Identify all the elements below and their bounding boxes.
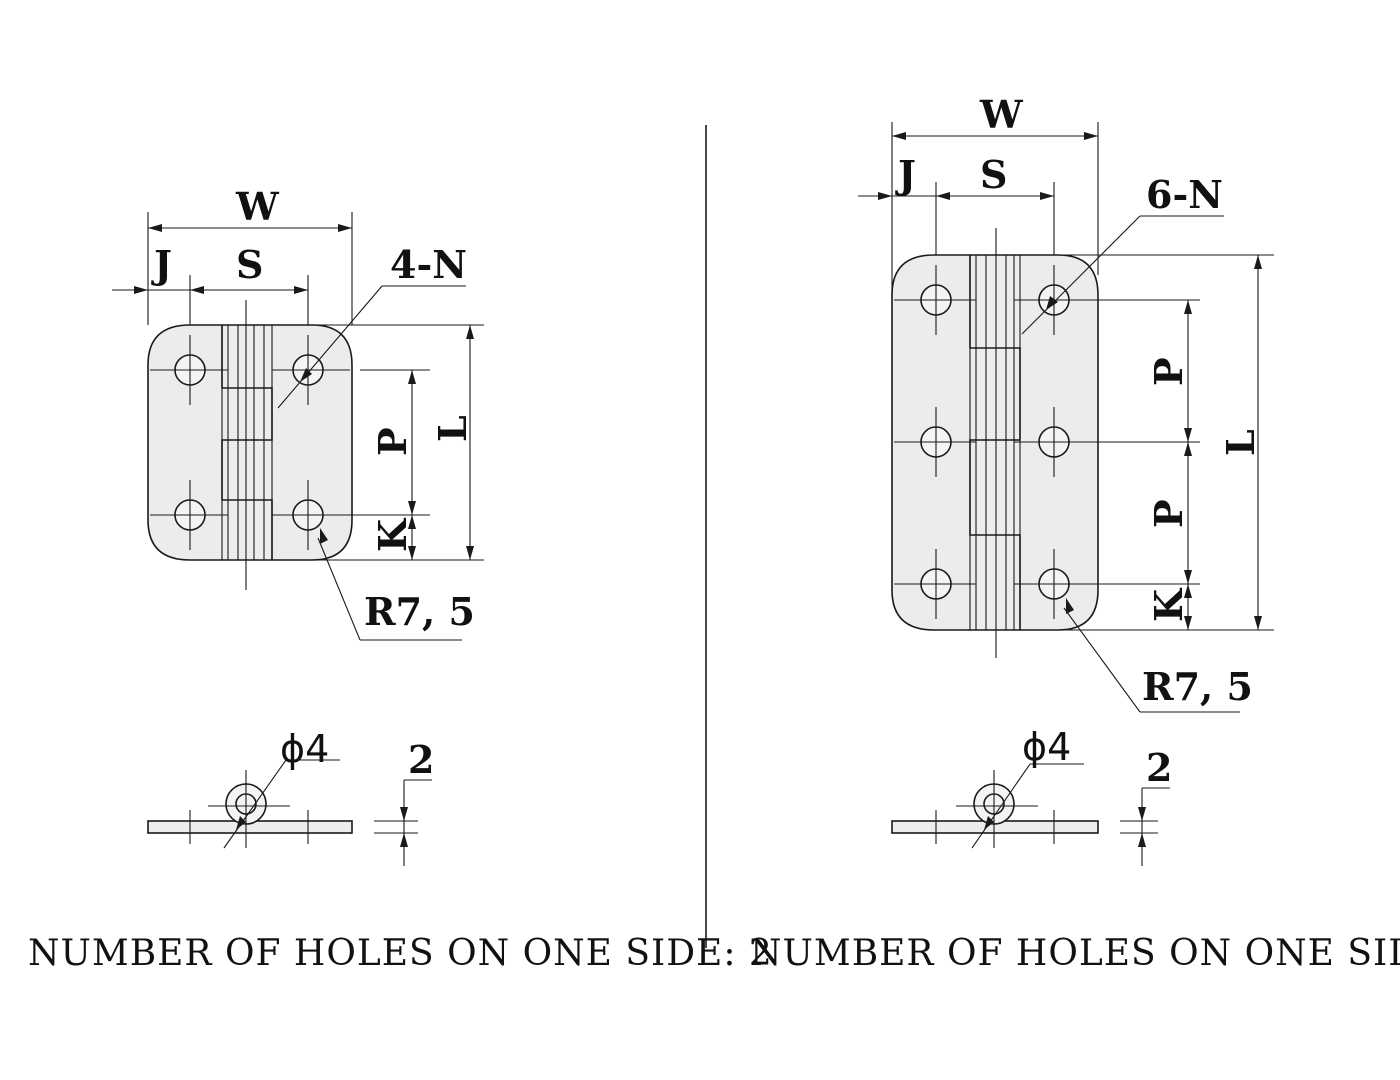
right-dim-k-label: K <box>1146 587 1191 622</box>
left-dim-w-label: W <box>235 184 280 229</box>
left-hinge-side-view: ϕ4 2 <box>147 727 434 866</box>
right-dim-s-label: S <box>980 152 1007 197</box>
right-dim-p1-label: P <box>1146 357 1191 386</box>
left-dim-thickness-label: 2 <box>408 737 434 782</box>
left-dim-l-label: L <box>430 415 475 442</box>
left-caption: NUMBER OF HOLES ON ONE SIDE: 2 <box>28 933 773 974</box>
right-dim-n-label: 6-N <box>1146 172 1223 217</box>
right-dim-radius-label: R7, 5 <box>1142 664 1253 709</box>
right-caption: NUMBER OF HOLES ON ONE SIDE: 3 <box>750 933 1400 974</box>
right-hinge-side-view: ϕ4 2 <box>891 725 1172 866</box>
left-hinge-front-view: W J S 4-N L P K R7, 5 <box>112 184 484 641</box>
left-dim-diameter-label: ϕ4 <box>280 727 329 771</box>
right-dim-thickness-label: 2 <box>1146 745 1172 790</box>
right-dim-l-label: L <box>1218 429 1263 456</box>
right-dim-diameter-label: ϕ4 <box>1022 725 1071 769</box>
left-holes <box>150 335 430 550</box>
right-dim-p2-label: P <box>1146 499 1191 528</box>
left-knuckle <box>221 300 273 590</box>
right-dim-w-label: W <box>979 92 1024 137</box>
right-hinge-front-view: W J S 6-N L P P K <box>858 92 1274 713</box>
left-dim-j-label: J <box>151 242 172 287</box>
left-dim-s-label: S <box>236 242 263 287</box>
left-dim-radius-label: R7, 5 <box>364 589 475 634</box>
right-dim-j-label: J <box>895 152 916 197</box>
left-dim-n-label: 4-N <box>390 242 467 287</box>
left-dim-p-label: P <box>370 427 415 456</box>
left-dim-k-label: K <box>370 517 415 552</box>
